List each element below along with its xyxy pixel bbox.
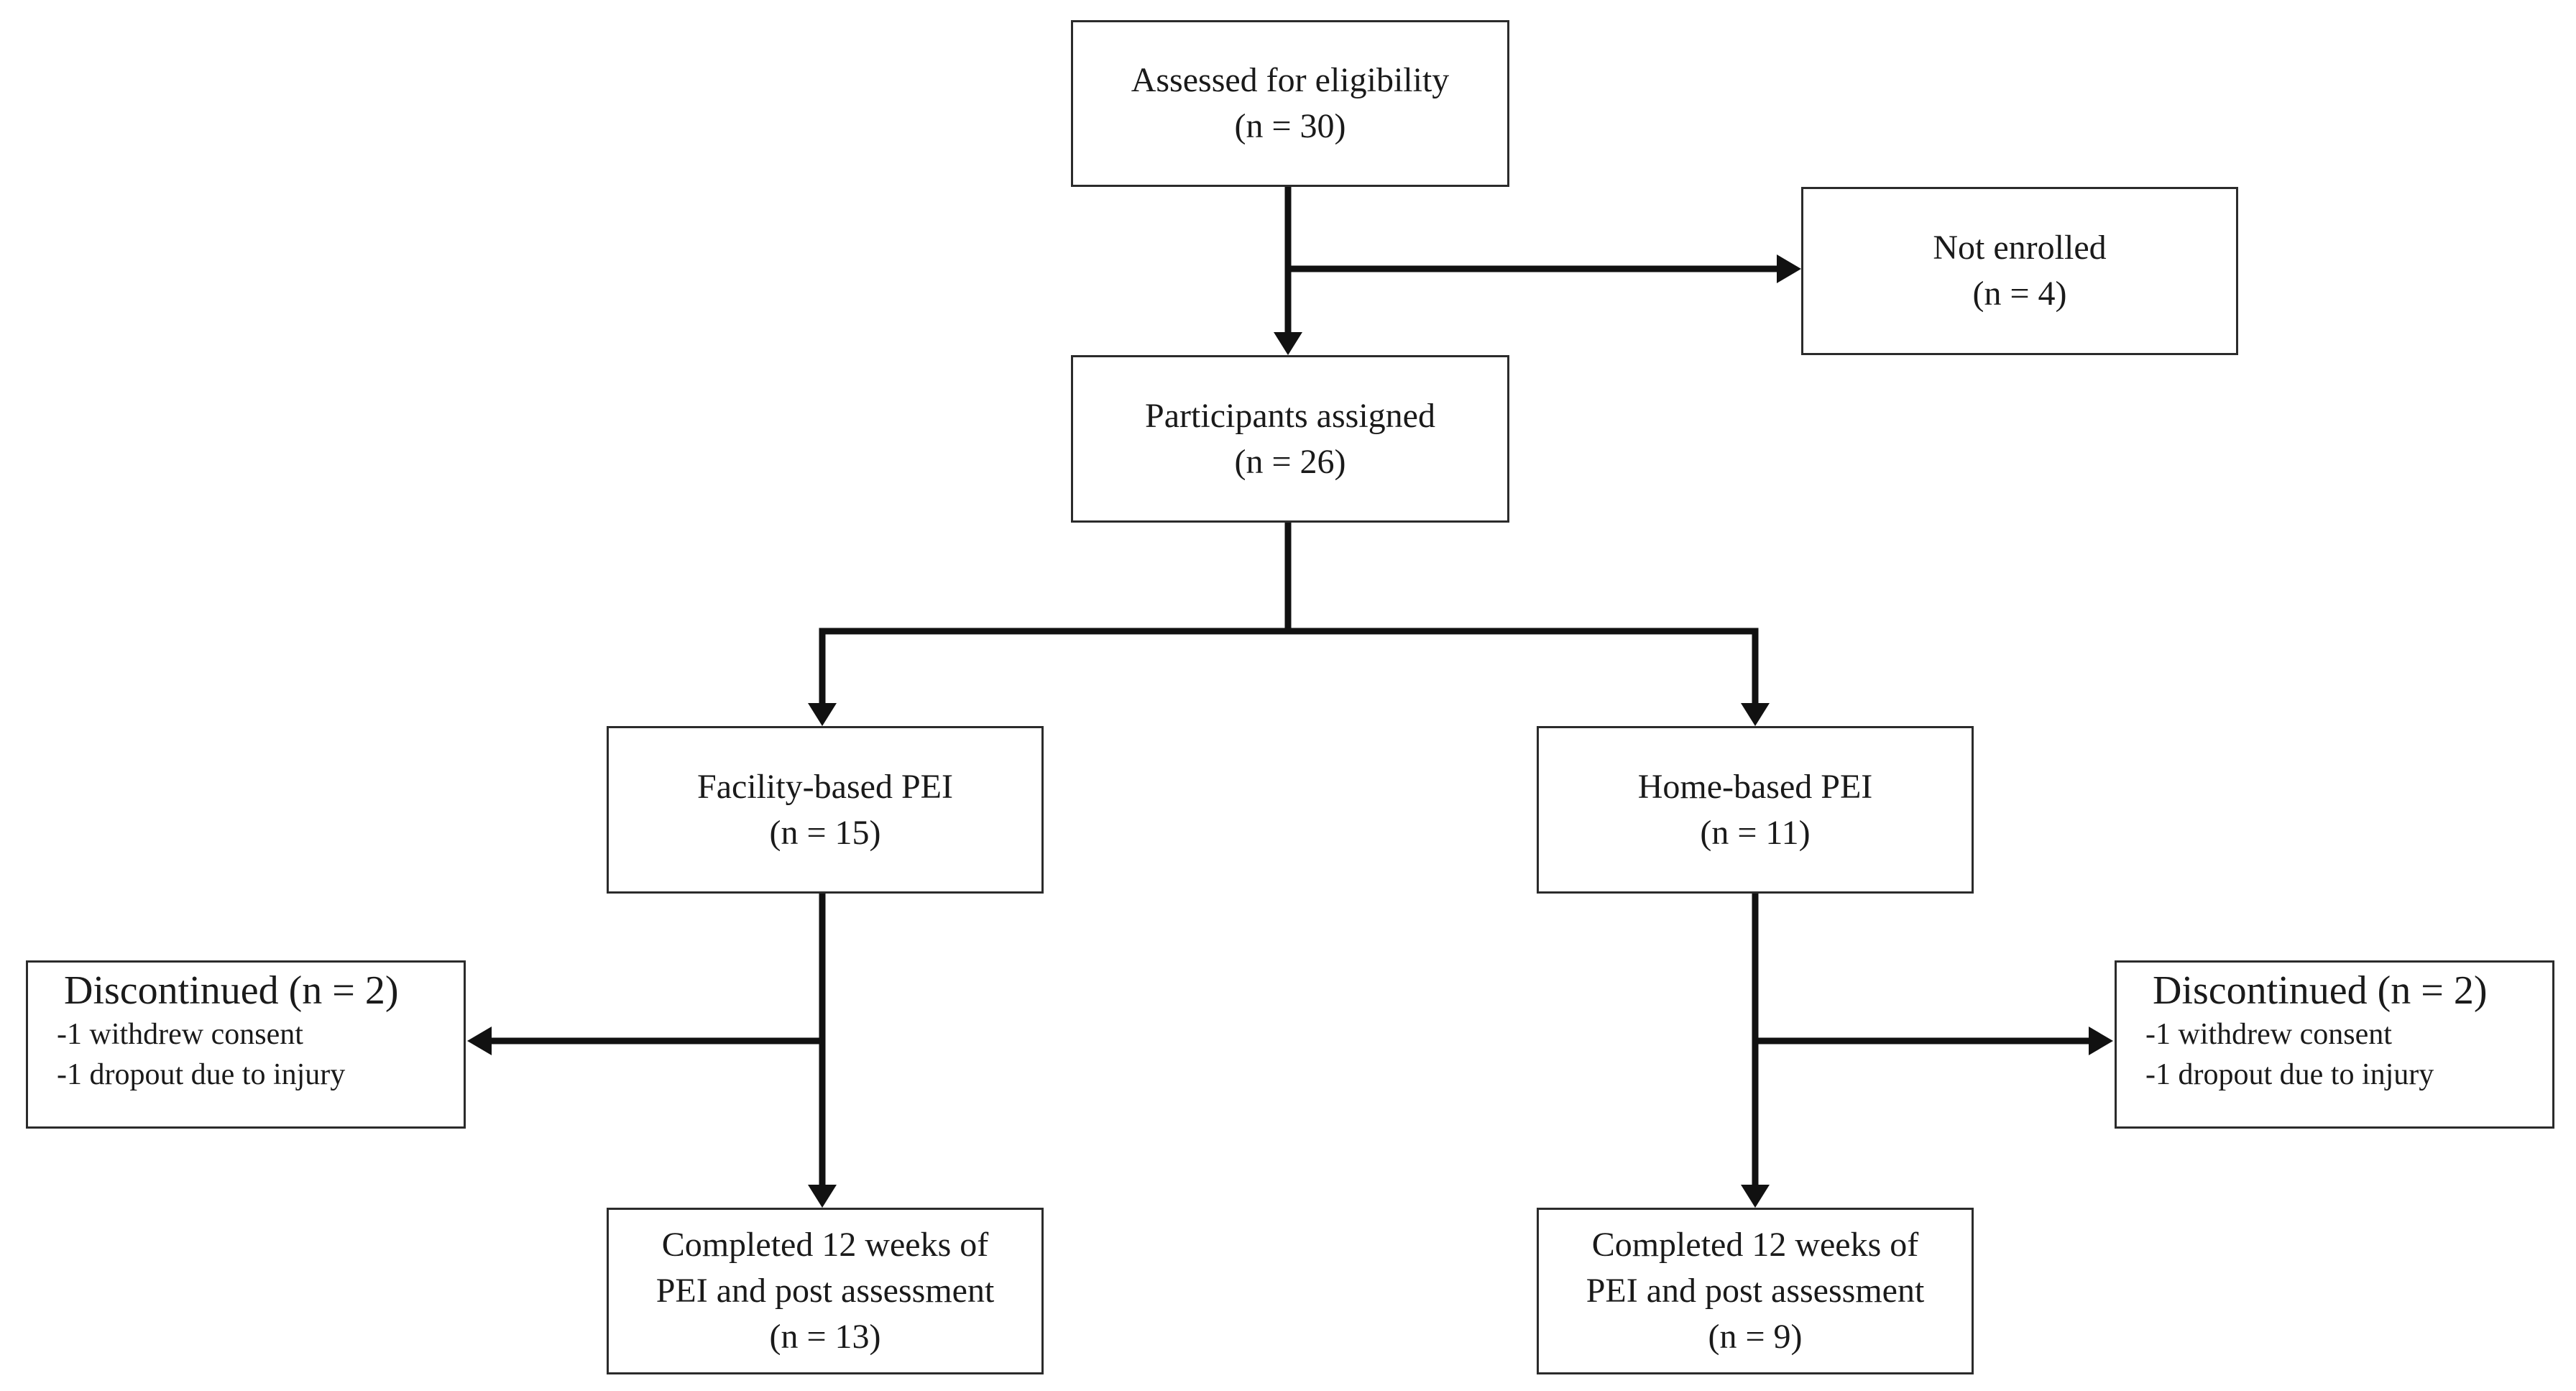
arrowhead-down-icon: [808, 1185, 837, 1208]
not-enrolled-title: Not enrolled: [1933, 229, 2107, 267]
arrowhead-right-icon: [2089, 1027, 2113, 1055]
assigned-count: (n = 26): [1234, 442, 1346, 481]
discontinued-left-item: -1 withdrew consent: [57, 1018, 303, 1051]
arrowhead-right-icon: [1777, 254, 1801, 283]
arrowhead-down-icon: [808, 703, 837, 726]
discontinued-right-item: -1 dropout due to injury: [2145, 1058, 2434, 1091]
not-enrolled-count: (n = 4): [1972, 275, 2067, 313]
home-box: Home-based PEI (n = 11): [1537, 726, 1974, 894]
assigned-title: Participants assigned: [1145, 396, 1435, 435]
assessed-count: (n = 30): [1234, 107, 1346, 145]
discontinued-right-item: -1 withdrew consent: [2145, 1018, 2392, 1051]
facility-box: Facility-based PEI (n = 15): [607, 726, 1044, 894]
home-title: Home-based PEI: [1637, 767, 1873, 806]
arrowhead-left-icon: [467, 1027, 492, 1055]
home-completed-line1: Completed 12 weeks of: [1591, 1226, 1919, 1264]
facility-title: Facility-based PEI: [697, 767, 953, 806]
discontinued-right-title: Discontinued (n = 2): [2153, 968, 2488, 1013]
home-count: (n = 11): [1700, 813, 1811, 852]
facility-completed-line2: PEI and post assessment: [656, 1272, 995, 1310]
facility-count: (n = 15): [769, 813, 881, 852]
assessed-box: Assessed for eligibility (n = 30): [1071, 20, 1509, 187]
discontinued-left-title: Discontinued (n = 2): [64, 968, 399, 1013]
discontinued-left-box: Discontinued (n = 2) -1 withdrew consent…: [26, 960, 466, 1129]
home-completed-box: Completed 12 weeks of PEI and post asses…: [1537, 1208, 1974, 1374]
assessed-title: Assessed for eligibility: [1131, 61, 1450, 99]
arrowhead-down-icon: [1741, 703, 1770, 726]
discontinued-left-item: -1 dropout due to injury: [57, 1058, 346, 1091]
facility-completed-box: Completed 12 weeks of PEI and post asses…: [607, 1208, 1044, 1374]
home-completed-count: (n = 9): [1708, 1318, 1803, 1356]
discontinued-right-box: Discontinued (n = 2) -1 withdrew consent…: [2115, 960, 2554, 1129]
home-completed-line2: PEI and post assessment: [1586, 1272, 1925, 1310]
facility-completed-count: (n = 13): [769, 1318, 881, 1356]
arrowhead-down-icon: [1274, 332, 1302, 355]
facility-completed-line1: Completed 12 weeks of: [661, 1226, 989, 1264]
not-enrolled-box: Not enrolled (n = 4): [1801, 187, 2238, 355]
arrowhead-down-icon: [1741, 1185, 1770, 1208]
assigned-box: Participants assigned (n = 26): [1071, 355, 1509, 523]
